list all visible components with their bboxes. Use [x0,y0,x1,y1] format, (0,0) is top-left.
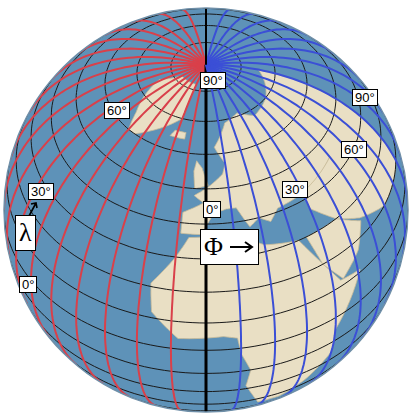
label-box: λ [15,215,36,251]
meridian-line [10,63,206,160]
meridian-line [16,65,206,304]
meridian-line [206,63,402,160]
label-box: 0° [203,201,221,218]
globe-outline [4,8,408,412]
label-box: 60° [104,102,130,119]
meridian-line [206,10,230,65]
angle-label: 30° [285,182,305,197]
meridian-line [206,65,408,210]
angle-label: Φ [204,232,223,262]
label-box: 60° [341,141,367,158]
meridian-line [205,8,207,65]
label-box: 30° [28,183,54,200]
angle-label: 90° [203,73,223,88]
angle-label: 30° [31,184,51,199]
angle-label: 0° [22,277,34,292]
label-box: 90° [200,72,226,89]
arrow-stroke [230,242,252,252]
meridian-line [206,57,383,113]
label-box: Φ [200,229,259,265]
phi-arrow [229,240,255,254]
angle-label: 0° [206,202,218,217]
meridian-line [105,65,206,397]
meridian-line [31,65,206,339]
meridian-line [76,65,206,384]
angle-label: 60° [107,103,127,118]
angle-label: 60° [344,142,364,157]
meridian-line [206,39,334,65]
ocean [4,8,408,412]
meridian-line [206,65,336,384]
graticule [4,8,408,412]
meridian-line [51,65,206,365]
label-box: 30° [282,181,308,198]
label-box: 0° [19,276,37,293]
meridian-line [206,65,381,339]
meridian-line [206,65,396,304]
label-box: 90° [352,89,378,106]
meridian-line [206,65,405,257]
angle-label: 90° [355,90,375,105]
angle-label: λ [19,218,32,248]
